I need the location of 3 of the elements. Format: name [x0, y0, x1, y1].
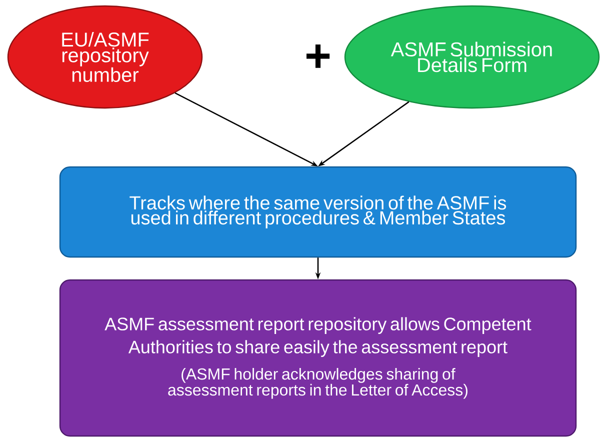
plus-sign: +: [306, 44, 330, 68]
process-box: Tracks where the same version of the ASMF is used in different procedures & Member States: [59, 166, 577, 258]
process-box: ASMF assessment report repository allows Competent Authorities to share easily the assessment report (ASMF holder acknowledges sharing of assessment reports in the Letter of Access): [59, 279, 577, 437]
